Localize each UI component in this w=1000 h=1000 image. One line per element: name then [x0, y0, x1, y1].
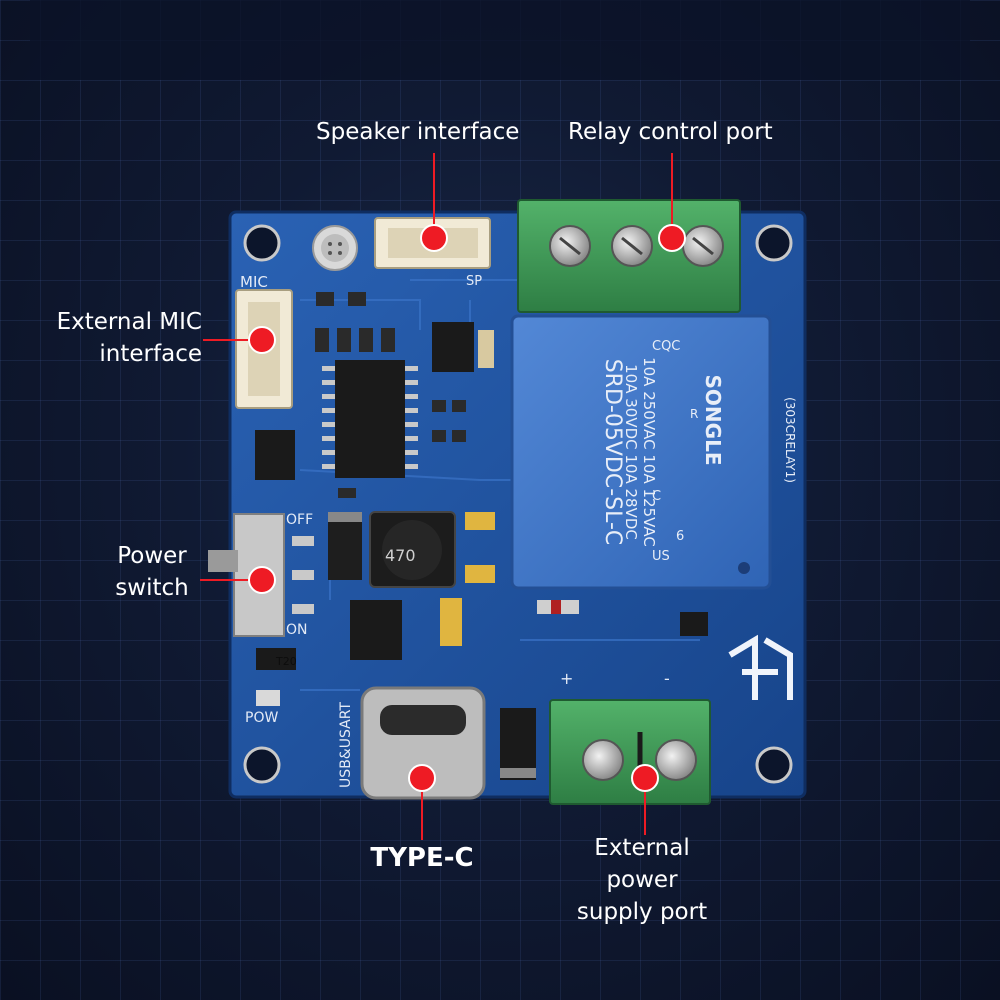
silk-minus: - [664, 669, 670, 688]
relay-model-text: SRD-05VDC-SL-C [600, 359, 625, 546]
silk-on: ON [286, 622, 308, 638]
callout-external-power: External power supply port [560, 832, 724, 928]
c-mark: C [652, 489, 661, 504]
mic-marker [248, 326, 276, 354]
reg-mark: R [690, 407, 698, 421]
mount-hole [243, 224, 281, 262]
typec-marker [408, 764, 436, 792]
callout-mic-line: External MIC [56, 309, 202, 335]
mount-hole [755, 224, 793, 262]
microphone [312, 225, 358, 271]
silk-t20: T20 [275, 655, 297, 668]
relay-terminal-block [517, 199, 741, 313]
callout-power-line: Power [117, 543, 187, 569]
callout-type-c: TYPE-C [370, 843, 474, 873]
power-terminal-block [549, 699, 711, 805]
callout-external-mic: External MIC interface [52, 306, 202, 370]
callout-ext-line: power [606, 867, 678, 893]
relay-side-label: (303CRELAY1) [783, 397, 797, 483]
inductor-value: 470 [385, 546, 416, 565]
callout-mic-line: interface [99, 341, 202, 367]
callout-power-line: switch [115, 575, 189, 601]
cqc-mark: CQC [652, 339, 680, 354]
power-switch-marker [248, 566, 276, 594]
power-port-marker [631, 764, 659, 792]
speaker-marker [420, 224, 448, 252]
power-switch [208, 513, 314, 637]
relay-six-text: 6 [676, 529, 684, 544]
components [255, 292, 708, 800]
silk-off: OFF [286, 512, 313, 528]
silk-usb-usart: USB&USART [338, 702, 354, 788]
callout-ext-line: supply port [576, 899, 708, 925]
relay: SRD-05VDC-SL-C 10A 250VAC 10A 125VAC 10A… [510, 314, 772, 590]
callout-relay-control-port: Relay control port [568, 119, 773, 145]
callout-markers [248, 224, 686, 792]
callout-ext-line: External [594, 835, 690, 861]
mount-hole [243, 746, 281, 784]
relay-rating-text: 10A 30VDC 10A 28VDC [622, 364, 640, 540]
callout-power-switch: Power switch [100, 540, 204, 604]
background-band [30, 0, 970, 80]
us-mark: US [652, 549, 670, 564]
relay-rating-text: 10A 250VAC 10A 125VAC [640, 357, 658, 547]
brand-logo [728, 634, 793, 700]
silk-mic: MIC [240, 273, 268, 291]
mount-hole [755, 746, 793, 784]
silk-pow: POW [245, 710, 278, 726]
silk-sp: SP [466, 274, 482, 289]
relay-brand-text: SONGLE [701, 375, 725, 466]
relay-marker [658, 224, 686, 252]
callout-speaker-interface: Speaker interface [316, 119, 520, 145]
silk-plus: + [560, 669, 573, 688]
main-ic [335, 360, 405, 478]
